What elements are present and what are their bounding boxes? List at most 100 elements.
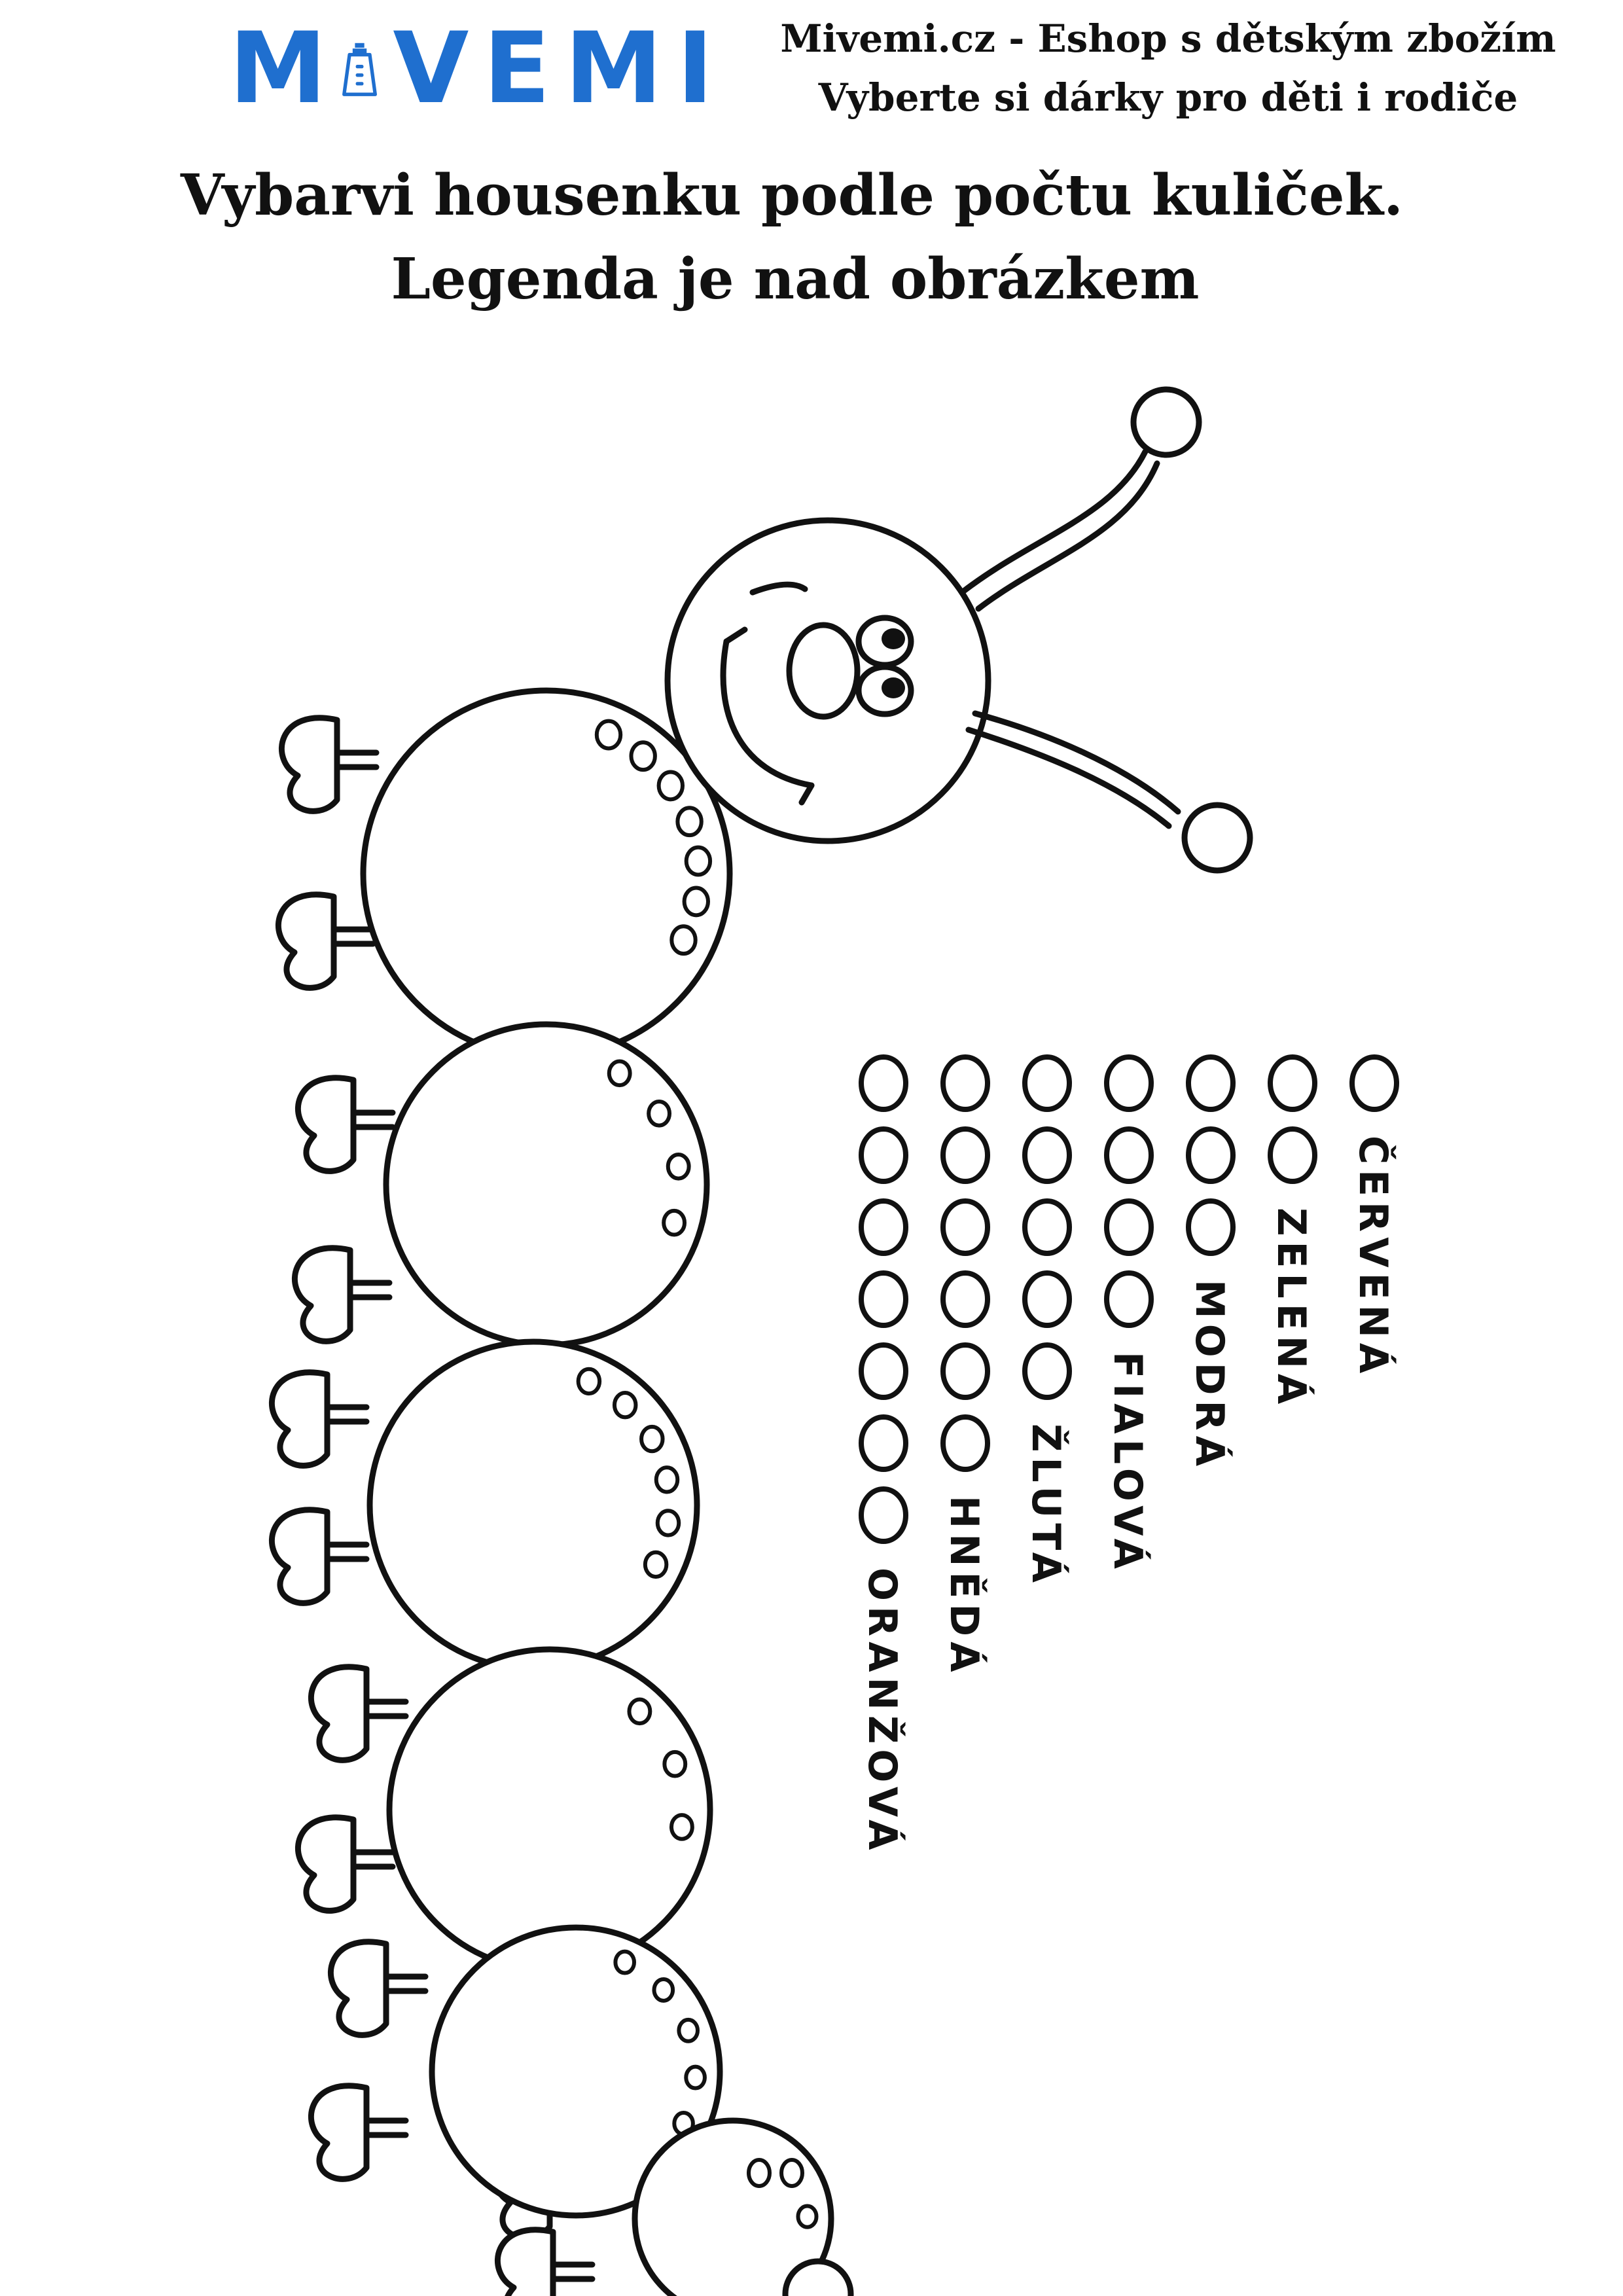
- caterpillar-foot: [291, 1245, 393, 1344]
- legend-dot: [859, 1054, 908, 1112]
- caterpillar-segment: [360, 687, 733, 1060]
- caterpillar-segment: [366, 1338, 700, 1672]
- logo-letter-v: V: [393, 12, 469, 126]
- segment-dot: [684, 2064, 707, 2090]
- segment-dot: [647, 1099, 672, 1128]
- legend-dot: [940, 1270, 990, 1328]
- segment-dot: [627, 1697, 652, 1726]
- shop-line[interactable]: Mivemi.cz - Eshop s dětským zbožím: [780, 16, 1556, 61]
- shop-header-text: Mivemi.cz - Eshop s dětským zbožím Vyber…: [772, 9, 1564, 127]
- caterpillar-foot: [268, 1369, 370, 1469]
- caterpillar-foot: [294, 1814, 396, 1914]
- segment-dot: [639, 1424, 665, 1454]
- legend-dot: [1186, 1126, 1236, 1184]
- legend-dot: [940, 1054, 990, 1112]
- logo-letter-m: M: [229, 12, 327, 126]
- caterpillar-segment: [782, 2258, 854, 2296]
- caterpillar-body: [360, 687, 854, 2296]
- legend-dot: [859, 1126, 908, 1184]
- baby-bottle-icon: [342, 43, 378, 96]
- segment-dot: [666, 1152, 691, 1181]
- segment-dot: [655, 1509, 681, 1537]
- antenna-lower-knob: [1181, 802, 1253, 874]
- legend-entry: ŽLUTÁ: [1022, 1054, 1072, 1588]
- caterpillar-segment: [383, 1021, 710, 1348]
- caterpillar-foot: [308, 1664, 409, 1763]
- legend-dot: [940, 1414, 990, 1472]
- caterpillar-foot: [278, 715, 380, 814]
- legend-label: ČERVENÁ: [1350, 1136, 1397, 1378]
- caterpillar-foot: [308, 2083, 409, 2182]
- segment-dot: [662, 1749, 688, 1778]
- segment-dot: [654, 1465, 680, 1494]
- segment-dot: [594, 719, 623, 751]
- segment-dot: [796, 2204, 819, 2229]
- legend-entry: ZELENÁ: [1268, 1054, 1317, 1409]
- legend-dot: [1022, 1198, 1072, 1256]
- segment-dot: [629, 740, 657, 772]
- legend-dot: [1186, 1054, 1236, 1112]
- legend-dot: [1104, 1126, 1154, 1184]
- segment-dot: [662, 1208, 687, 1237]
- logo-letter-m2: M: [564, 12, 663, 126]
- caterpillar-foot: [327, 1939, 429, 2038]
- legend-dot: [1022, 1342, 1072, 1400]
- caterpillar-foot: [275, 891, 376, 991]
- segment-dot: [576, 1367, 602, 1396]
- nose: [786, 622, 861, 720]
- segment-dot: [677, 2017, 700, 2043]
- title-line-2: Legenda je nad obrázkem: [391, 246, 1200, 312]
- legend-entry: MODRÁ: [1186, 1054, 1236, 1471]
- legend-entry: HNĚDÁ: [940, 1054, 990, 1677]
- caterpillar-segment: [386, 1646, 713, 1973]
- legend-dot: [1022, 1270, 1072, 1328]
- legend-dot: [940, 1198, 990, 1256]
- legend-entry: ORANŽOVÁ: [859, 1054, 908, 1856]
- smile: [720, 638, 815, 789]
- segment-dot: [682, 886, 711, 918]
- legend-dot: [940, 1342, 990, 1400]
- legend-entry: FIALOVÁ: [1104, 1054, 1154, 1574]
- legend-dot: [940, 1126, 990, 1184]
- legend-dot: [859, 1198, 908, 1256]
- legend-label: FIALOVÁ: [1105, 1352, 1151, 1574]
- color-legend: ČERVENÁ ZELENÁ MODRÁ FIALOVÁ ŽLUTÁ HNĚDÁ ORANŽ…: [859, 1054, 1399, 1856]
- legend-dot: [1104, 1054, 1154, 1112]
- mivemi-logo[interactable]: M V E M I: [229, 20, 713, 118]
- caterpillar-foot: [294, 1075, 396, 1174]
- segment-dot: [613, 1949, 637, 1975]
- legend-dot: [859, 1270, 908, 1328]
- segment-dot: [643, 1550, 669, 1579]
- legend-label: HNĚDÁ: [941, 1496, 988, 1677]
- antenna-upper-knob: [1130, 386, 1202, 458]
- legend-label: ORANŽOVÁ: [859, 1568, 906, 1856]
- legend-dot: [859, 1486, 908, 1544]
- segment-dot: [607, 1059, 632, 1088]
- logo-letter-i: I: [677, 12, 713, 126]
- legend-entry: ČERVENÁ: [1349, 1054, 1399, 1378]
- segment-dot: [612, 1391, 638, 1420]
- legend-dot: [859, 1342, 908, 1400]
- caterpillar-foot: [268, 1507, 370, 1606]
- legend-dot: [1022, 1054, 1072, 1112]
- legend-dot: [1186, 1198, 1236, 1256]
- caterpillar-foot: [494, 2227, 596, 2296]
- segment-dot: [669, 1813, 694, 1841]
- caterpillar-segment: [429, 1924, 723, 2219]
- legend-dot: [1268, 1054, 1317, 1112]
- segment-dot: [684, 845, 713, 877]
- segment-dot: [656, 770, 685, 802]
- legend-dot: [1104, 1270, 1154, 1328]
- segment-dot: [669, 924, 698, 956]
- legend-dot: [1349, 1054, 1399, 1112]
- tagline: Vyberte si dárky pro děti i rodiče: [818, 75, 1518, 120]
- legend-label: ZELENÁ: [1268, 1208, 1315, 1409]
- caterpillar-head: [664, 386, 1253, 874]
- antenna-upper: [959, 448, 1149, 596]
- legend-label: ŽLUTÁ: [1023, 1424, 1070, 1588]
- title-line-1: Vybarvi housenku podle počtu kuliček.: [180, 162, 1404, 228]
- legend-label: MODRÁ: [1186, 1280, 1233, 1471]
- segment-dot: [652, 1977, 675, 2003]
- legend-dot: [859, 1414, 908, 1472]
